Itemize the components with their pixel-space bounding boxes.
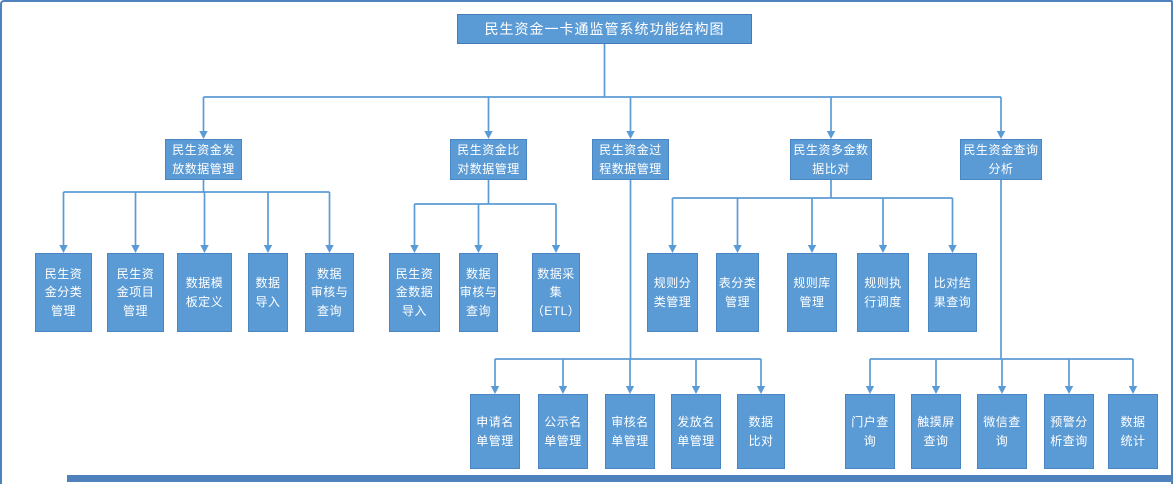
leaf-node: 公示名单管理 <box>538 394 588 469</box>
node-label-line: 审核名 <box>611 414 649 429</box>
node-label-line: 管理 <box>724 294 750 309</box>
branch-payout-data-mgmt: 民生资金发放数据管理 <box>165 139 242 180</box>
node-label-line: 分析 <box>988 161 1014 176</box>
node-label-line: 据比对 <box>812 161 850 176</box>
node-label-line: 询 <box>995 433 1009 448</box>
node-label-line: 金分类 <box>44 285 83 300</box>
leaf-node: 数据采集 （ETL） <box>532 253 580 332</box>
node-label-line: 数据采 <box>537 266 575 281</box>
node-label-line: 管理 <box>799 294 825 309</box>
diagram-title-box: 民生资金一卡通监管系统功能结构图 <box>457 14 752 44</box>
node-label-line: 规则分 <box>653 275 692 290</box>
leaf-node: 数据导入 <box>248 253 288 332</box>
leaf-node: 规则分类管理 <box>647 253 698 332</box>
node-label-line: 金数据 <box>395 285 434 300</box>
node-label-line: 行调度 <box>864 294 902 309</box>
leaf-node: 民生资金数据导入 <box>389 253 440 332</box>
node-label-line: 导入 <box>255 294 281 309</box>
node-label-line: 数据模 <box>185 275 224 290</box>
node-label-line: 单管理 <box>677 433 715 448</box>
node-label-line: 数据 <box>1120 414 1146 429</box>
leaf-node: 数据审核与查询 <box>305 253 354 332</box>
leaf-node: 预警分析查询 <box>1044 394 1094 469</box>
node-label-line: 规则库 <box>793 275 831 290</box>
node-label-line: 规则执 <box>864 275 902 290</box>
branch-compare-data-mgmt: 民生资金比对数据管理 <box>450 139 527 180</box>
node-label-line: 数据 <box>748 414 774 429</box>
leaf-node: 门户查询 <box>845 394 895 469</box>
node-label-line: 导入 <box>401 303 427 318</box>
node-label-line: 比对结 <box>933 275 972 290</box>
node-label-line: 数据 <box>465 266 491 281</box>
leaf-node: 触摸屏查询 <box>911 394 961 469</box>
leaf-node: 发放名单管理 <box>671 394 721 469</box>
node-label-line: 询 <box>863 433 877 448</box>
node-label-line: 查询 <box>923 433 949 448</box>
leaf-node: 数据审核与查询 <box>459 253 498 332</box>
leaf-node: 微信查询 <box>977 394 1027 469</box>
leaf-node: 比对结果查询 <box>928 253 977 332</box>
node-label-line: 民生资金过 <box>599 142 662 157</box>
diagram-title-text: 民生资金一卡通监管系统功能结构图 <box>484 20 725 37</box>
node-label-line: 集 <box>549 285 563 300</box>
leaf-node: 数据比对 <box>737 394 785 469</box>
node-label-line: 民生资多金数 <box>793 142 869 157</box>
branch-multi-data-compare: 民生资多金数据比对 <box>790 139 872 180</box>
node-label-line: 数据 <box>255 275 281 290</box>
node-label-line: 审核与 <box>310 285 349 300</box>
node-label-line: 数据 <box>316 266 342 281</box>
node-label-line: 民生资金发 <box>172 142 235 157</box>
node-label-line: 查询 <box>465 303 491 318</box>
node-label-line: 民生资 <box>116 266 155 281</box>
leaf-node: 数据统计 <box>1108 394 1158 469</box>
node-label-line: 单管理 <box>544 433 582 448</box>
node-label-line: 发放名 <box>677 414 715 429</box>
node-label-line: 民生资金查询 <box>963 142 1039 157</box>
node-label-line: 表分类 <box>718 275 757 290</box>
node-label-line: 门户查 <box>851 414 889 429</box>
node-label-line: 民生资 <box>44 266 83 281</box>
node-label-line: 预警分 <box>1050 414 1088 429</box>
node-label-line: 金项目 <box>116 285 155 300</box>
leaf-node: 申请名单管理 <box>470 394 520 469</box>
node-label-line: （ETL） <box>531 303 581 318</box>
node-label-line: 统计 <box>1120 433 1146 448</box>
node-label-line: 民生资金比 <box>457 142 520 157</box>
node-label-line: 查询 <box>316 303 342 318</box>
leaf-node: 数据模板定义 <box>177 253 232 332</box>
node-label-line: 民生资 <box>395 266 434 281</box>
leaf-node: 民生资金项目管理 <box>107 253 164 332</box>
node-label-line: 触摸屏 <box>917 414 955 429</box>
node-label-line: 类管理 <box>653 294 692 309</box>
node-label-line: 审核与 <box>459 285 498 300</box>
leaf-node: 规则执行调度 <box>857 253 909 332</box>
node-label-line: 微信查 <box>983 414 1021 429</box>
node-label-line: 果查询 <box>933 294 972 309</box>
node-label-line: 放数据管理 <box>172 161 235 176</box>
branch-query-analysis: 民生资金查询分析 <box>960 139 1042 180</box>
node-label-line: 单管理 <box>476 433 514 448</box>
node-label-line: 公示名 <box>544 414 582 429</box>
leaf-node: 表分类管理 <box>716 253 759 332</box>
branch-process-data-mgmt: 民生资金过程数据管理 <box>592 139 669 180</box>
node-label-line: 板定义 <box>185 294 224 309</box>
node-label-line: 单管理 <box>611 433 649 448</box>
node-label-line: 比对 <box>748 433 774 448</box>
node-label-line: 申请名 <box>476 414 514 429</box>
leaf-node: 民生资金分类管理 <box>35 253 92 332</box>
node-label-line: 管理 <box>122 303 148 318</box>
bottom-border-bar <box>67 475 1171 482</box>
leaf-node: 审核名单管理 <box>605 394 655 469</box>
node-label-line: 对数据管理 <box>457 161 520 176</box>
node-label-line: 管理 <box>50 303 76 318</box>
node-label-line: 程数据管理 <box>599 161 662 176</box>
leaf-node: 规则库管理 <box>787 253 837 332</box>
node-label-line: 析查询 <box>1050 433 1088 448</box>
